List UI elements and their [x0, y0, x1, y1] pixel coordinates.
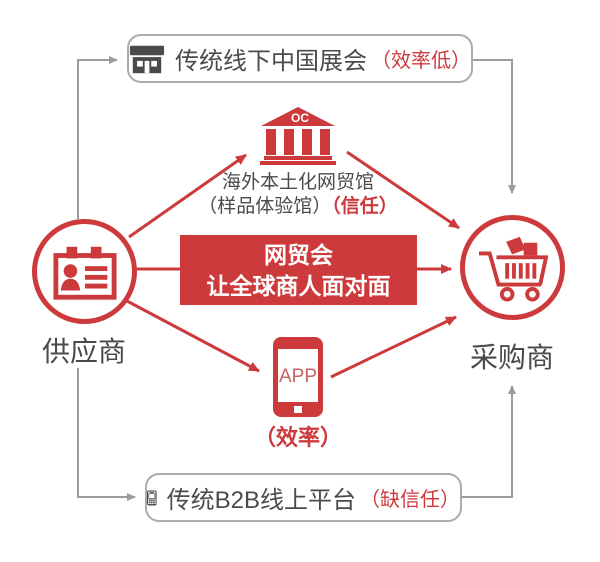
- arrow-supplier-to-expo: [77, 56, 118, 219]
- storefront-icon: [129, 45, 165, 73]
- expo-note: （效率低）: [371, 50, 471, 72]
- banner-line2: 让全球商人面对面: [206, 273, 391, 299]
- buyer-label: 采购商: [469, 342, 554, 373]
- supplier-node: [32, 219, 137, 324]
- arrow-supplier-to-b2b: [77, 368, 136, 501]
- arrow-app-to-buyer: [330, 315, 457, 379]
- hall-subtitle-text: （样品体验馆）: [198, 196, 332, 217]
- center-banner: 网贸会 让全球商人面对面: [180, 235, 417, 305]
- arrow-expo-to-buyer: [473, 59, 516, 194]
- node-traditional-b2b-platform: 传统B2B线上平台 （缺信任）: [145, 473, 462, 522]
- cart-icon: [478, 236, 548, 302]
- expo-label: 传统线下中国展会: [175, 48, 367, 75]
- app-screen-label: APP: [279, 366, 317, 387]
- b2b-label: 传统B2B线上平台: [166, 487, 356, 514]
- node-traditional-offline-expo: 传统线下中国展会 （效率低）: [127, 34, 473, 83]
- buyer-node: [460, 215, 565, 320]
- mobile-phone-icon: [147, 490, 157, 505]
- b2b-note: （缺信任）: [360, 489, 460, 511]
- app-note: （效率）: [253, 425, 342, 450]
- arrow-b2b-to-buyer: [462, 385, 516, 498]
- banner-line1: 网贸会: [264, 242, 333, 268]
- bank-logo: OC: [291, 111, 309, 125]
- hall-trust-note: （信任）: [331, 196, 398, 217]
- bank-icon: OC: [260, 107, 336, 165]
- supplier-label: 供应商: [41, 336, 126, 367]
- hall-title: 海外本土化网贸馆: [221, 172, 374, 193]
- smartphone-icon: APP: [273, 337, 323, 417]
- id-badge-icon: [52, 246, 117, 300]
- hall-subtitle: （样品体验馆）（信任）: [128, 191, 468, 218]
